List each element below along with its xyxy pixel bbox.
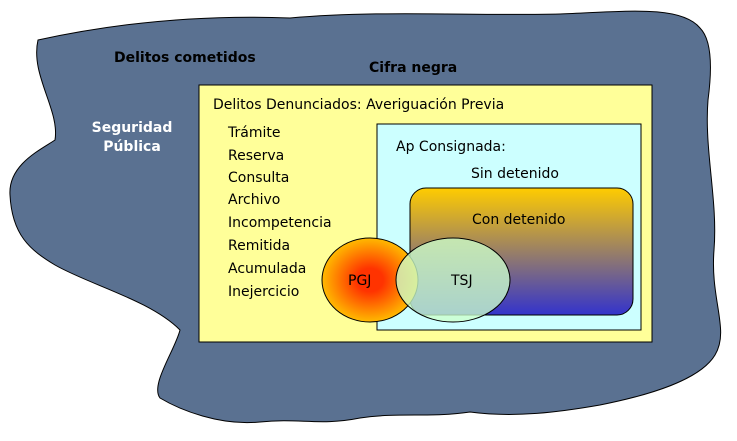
outer-label-seguridad-publica: Seguridad Pública — [91, 120, 173, 155]
reported-item: Acumulada — [228, 261, 307, 277]
reported-item: Incompetencia — [228, 215, 332, 231]
reported-item: Trámite — [228, 125, 281, 141]
outer-label-delitos-cometidos: Delitos cometidos — [114, 50, 256, 66]
consigned-box-subtitle: Sin detenido — [471, 166, 559, 182]
detained-box-label: Con detenido — [472, 212, 566, 228]
tsj-ellipse — [395, 237, 511, 323]
reported-item: Remitida — [228, 238, 291, 254]
reported-item: Inejercicio — [228, 284, 300, 300]
reported-item: Reserva — [228, 148, 285, 164]
reported-item: Consulta — [228, 170, 290, 186]
consigned-box-title: Ap Consignada: — [396, 139, 506, 155]
outer-label-cifra-negra: Cifra negra — [369, 60, 458, 76]
pgj-label: PGJ — [348, 273, 372, 289]
reported-box-title: Delitos Denunciados: Averiguación Previa — [213, 97, 505, 113]
reported-item: Archivo — [228, 192, 281, 208]
tsj-label: TSJ — [451, 273, 473, 289]
